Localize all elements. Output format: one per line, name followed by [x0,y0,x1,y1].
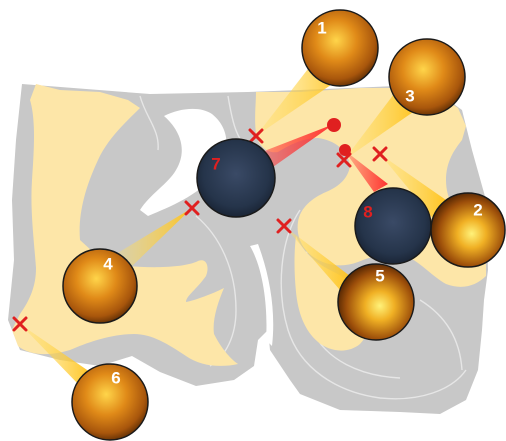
dot-marker-7 [327,118,341,132]
label-3: 3 [405,87,414,106]
label-1: 1 [317,19,326,38]
disc-6 [72,364,148,440]
disc-3 [389,39,465,115]
label-4: 4 [103,255,113,274]
disc-1 [302,10,378,86]
label-5: 5 [375,267,384,286]
label-6: 6 [111,369,120,388]
label-2: 2 [473,201,482,220]
label-7: 7 [211,155,220,174]
label-8: 8 [363,203,372,222]
disc-2 [431,193,505,267]
dot-marker-8 [339,144,351,156]
disc-7 [197,139,275,217]
disc-4 [63,249,137,323]
disc-8 [355,188,431,264]
